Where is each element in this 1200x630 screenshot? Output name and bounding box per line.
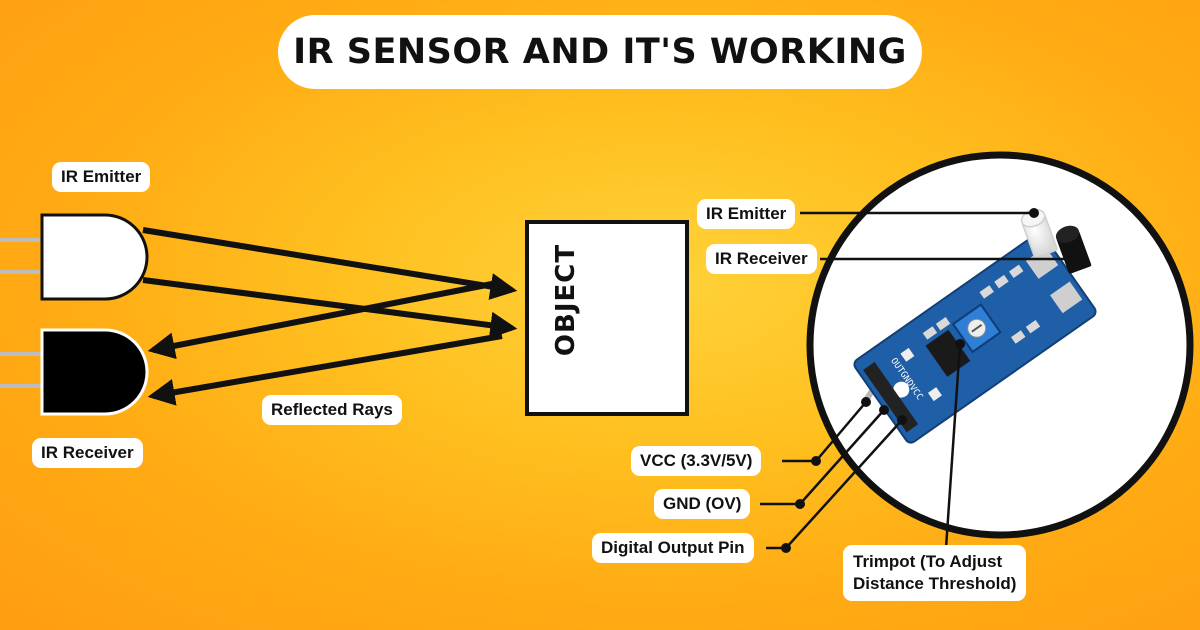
leader-gnd-dot-2 — [879, 405, 889, 415]
receiver-leads — [1050, 281, 1083, 314]
smd-part-7 — [1025, 319, 1041, 334]
led-indicator-2 — [900, 347, 915, 362]
leader-out-dot-1 — [781, 543, 791, 553]
title-banner: IR SENSOR AND IT'S WORKING — [278, 15, 922, 89]
trimpot-slot — [971, 323, 983, 333]
smd-part-2 — [935, 317, 951, 331]
vcc-label: VCC (3.3V/5V) — [631, 446, 762, 476]
module-receiver-dome — [1055, 225, 1080, 243]
leader-vcc-dot-1 — [811, 456, 821, 466]
object-box — [525, 220, 689, 416]
leader-out-dot-2 — [897, 415, 907, 425]
smd-part-4 — [994, 274, 1009, 289]
left-emitter-label: IR Emitter — [52, 162, 151, 192]
page-title: IR SENSOR AND IT'S WORKING — [293, 32, 907, 72]
smd-part-3 — [979, 285, 994, 299]
leader-emitter-dot — [1029, 208, 1039, 218]
reflected-ray-1 — [147, 279, 503, 360]
emitter-led-body — [40, 213, 149, 301]
gnd-label: GND (OV) — [654, 489, 751, 519]
smd-part-5 — [1008, 264, 1024, 279]
module-receiver-label: IR Receiver — [706, 244, 817, 274]
leader-trimpot — [944, 343, 962, 549]
trimpot-label: Trimpot (To Adjust Distance Threshold) — [843, 545, 1027, 601]
mount-hole — [893, 381, 910, 398]
leader-trimpot-dot — [955, 339, 965, 349]
object-label: OBJECT — [551, 243, 581, 357]
reflected-rays-label: Reflected Rays — [262, 395, 402, 425]
digital-output-label: Digital Output Pin — [592, 533, 754, 563]
pin-header — [863, 361, 919, 433]
left-receiver-label: IR Receiver — [32, 438, 143, 468]
smd-part-1 — [922, 326, 938, 340]
led-indicator-1 — [927, 387, 942, 402]
smd-part-6 — [1011, 330, 1026, 344]
emitted-ray-1 — [142, 227, 518, 300]
emitter-led — [0, 213, 149, 301]
module-emitter-label: IR Emitter — [697, 199, 796, 229]
receiver-led — [0, 328, 149, 416]
emitter-leads — [1025, 247, 1059, 279]
leader-receiver-dot — [1069, 254, 1079, 264]
reflected-ray-2 — [147, 333, 503, 406]
trimpot-label-line1: Trimpot (To Adjust — [853, 552, 1003, 571]
leader-vcc-dot-2 — [861, 397, 871, 407]
trimpot-label-line2: Distance Threshold) — [853, 574, 1017, 593]
sensor-module: OUTGNDVCC — [853, 208, 1097, 444]
receiver-led-body — [40, 328, 149, 416]
emitted-ray-2 — [142, 277, 518, 339]
leader-gnd-dot-1 — [795, 499, 805, 509]
